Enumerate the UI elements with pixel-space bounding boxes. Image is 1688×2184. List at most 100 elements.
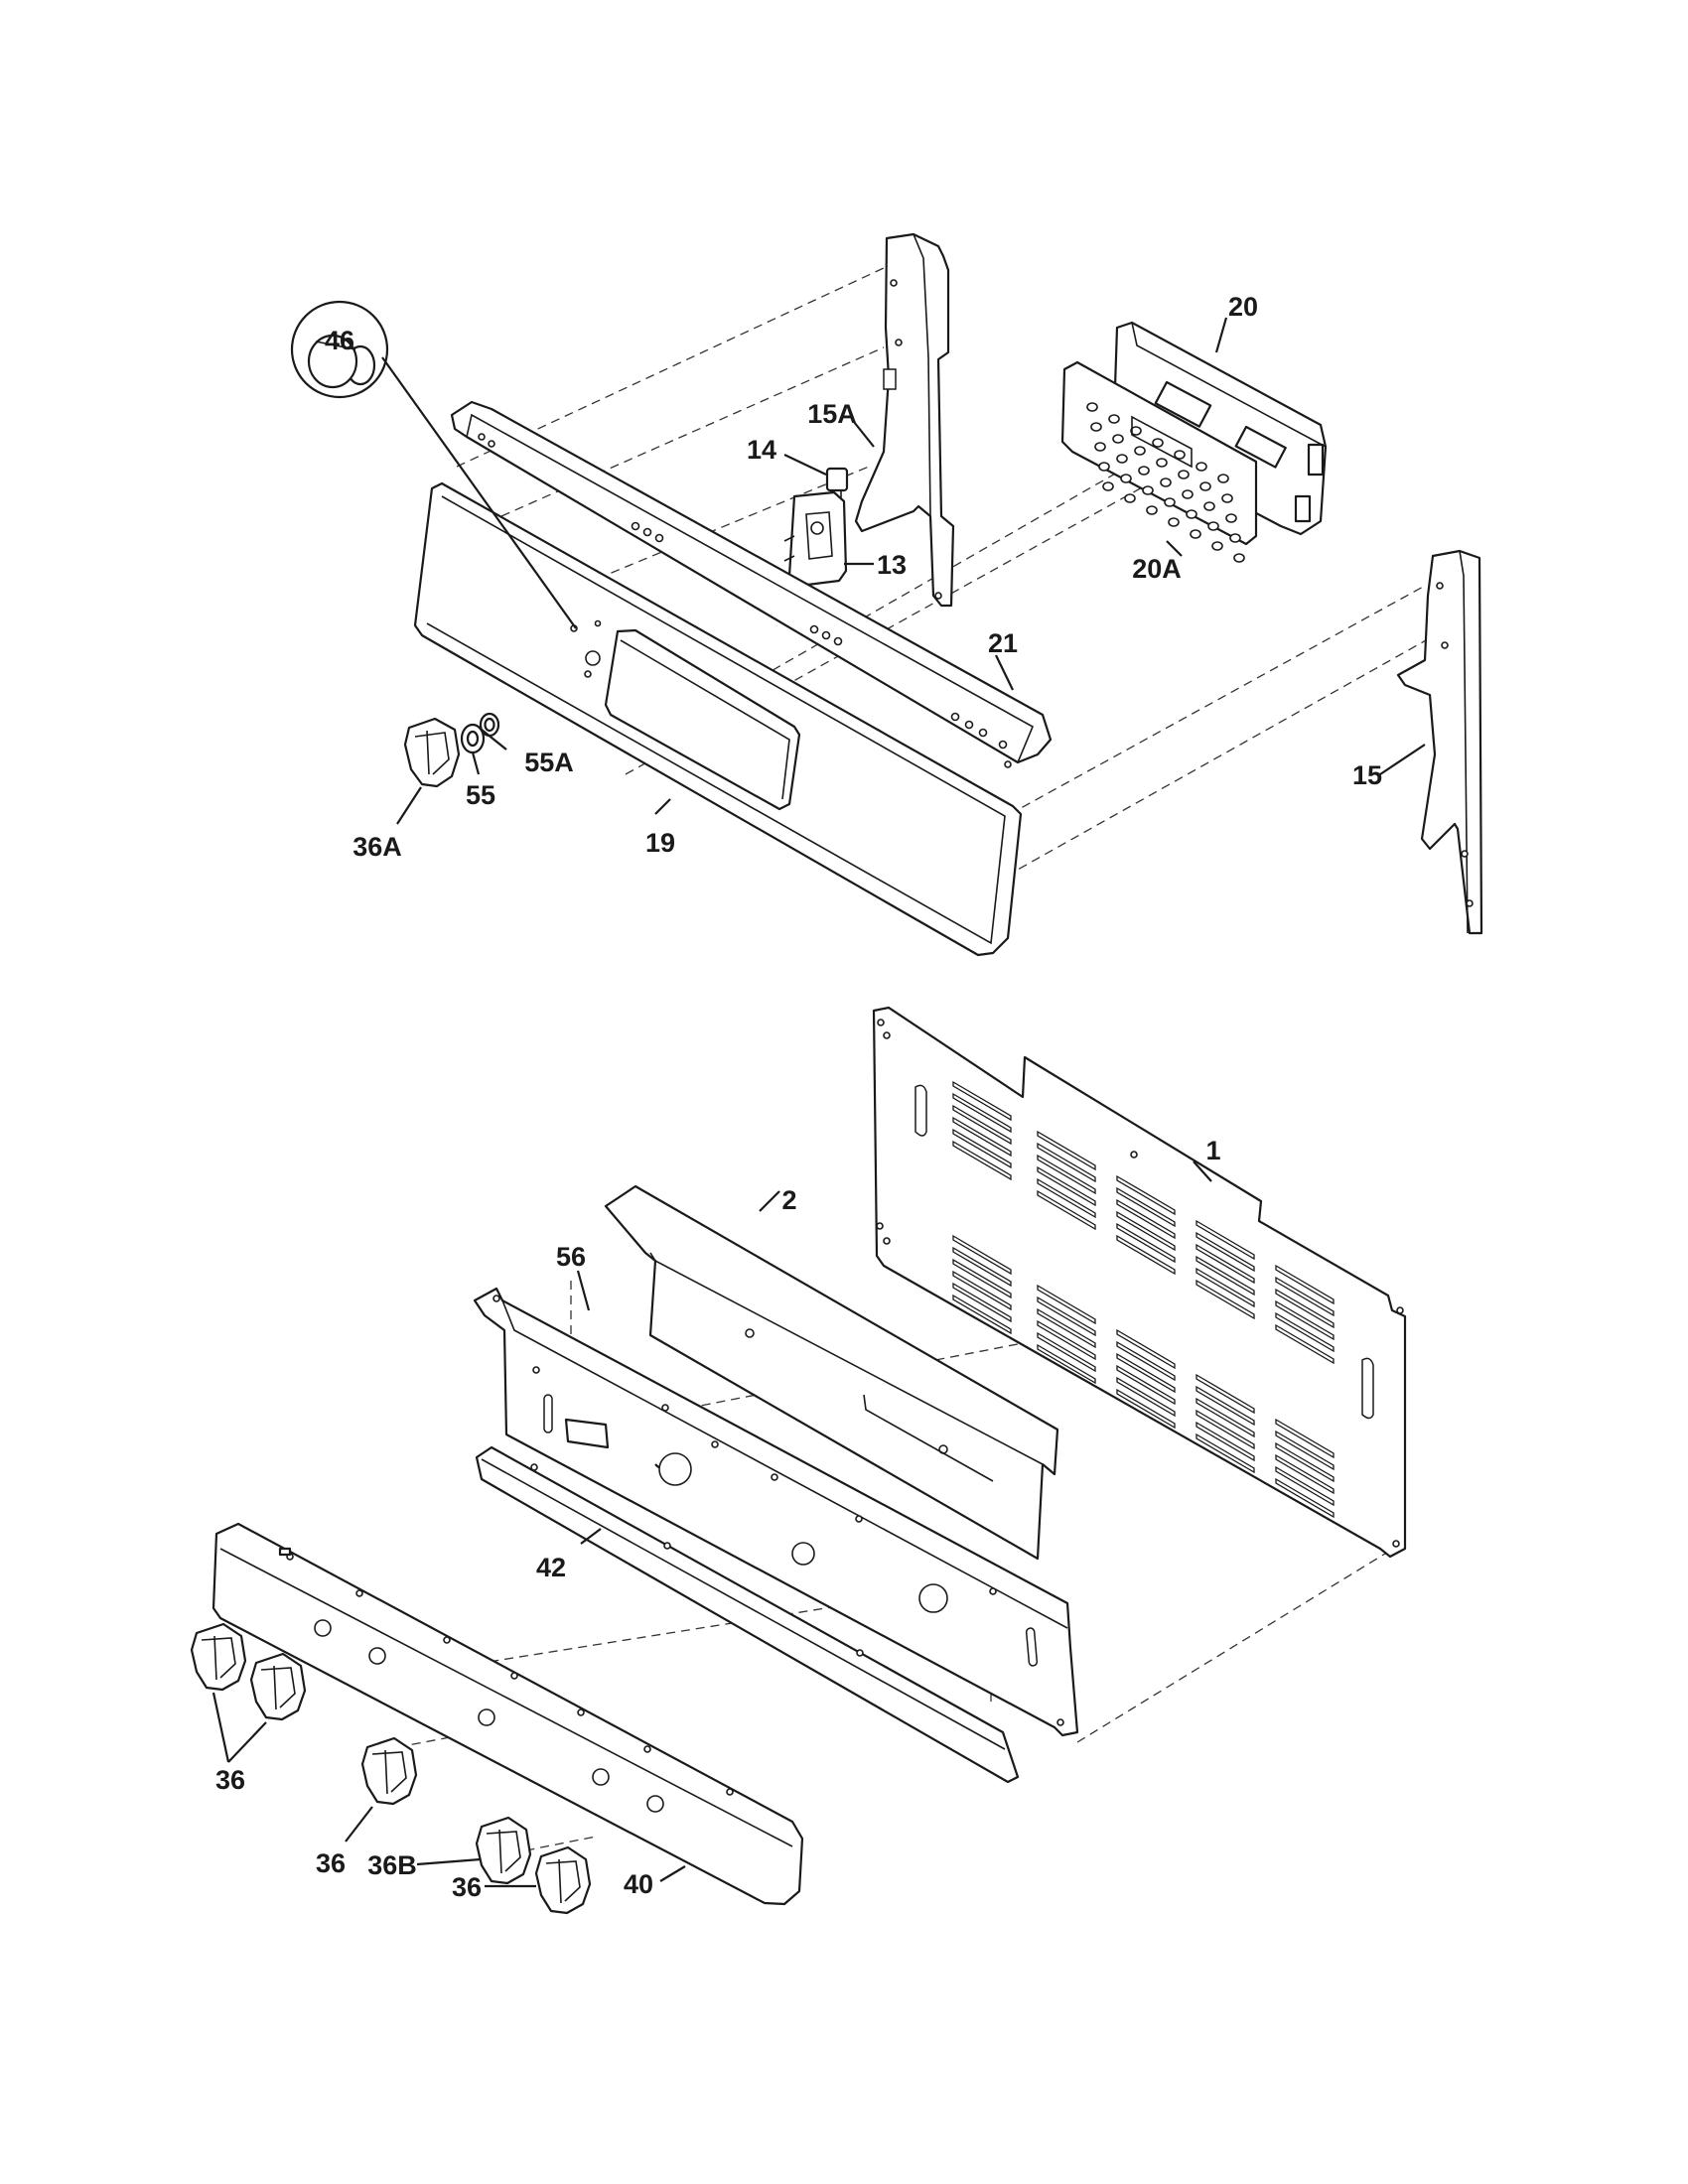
louver-slot [952, 1258, 1012, 1299]
label-15: 15 [1352, 760, 1382, 790]
keypad-dot [1108, 414, 1120, 424]
control-panel-19 [413, 481, 1023, 957]
keypad-dot [1164, 497, 1176, 507]
front-panel-40 [211, 1522, 804, 1906]
louver-slot [1037, 1331, 1096, 1373]
display-grille [1131, 415, 1193, 469]
label-36b: 36B [367, 1850, 417, 1880]
louver-slot [1275, 1477, 1335, 1519]
louver-slot [1116, 1174, 1176, 1216]
louver-slot [1196, 1267, 1255, 1308]
keypad-dot [1160, 478, 1172, 487]
keypad-dot [1138, 466, 1150, 476]
membrane-overlay-20a [1060, 360, 1258, 563]
louver-slot [1037, 1165, 1096, 1207]
louver-slot [1275, 1323, 1335, 1365]
label-21: 21 [988, 628, 1018, 658]
keypad-dot [1233, 553, 1245, 563]
louver-slot [1116, 1186, 1176, 1228]
keypad-dot [1120, 474, 1132, 483]
louver-slot [1275, 1430, 1335, 1471]
keypad-dot [1086, 402, 1098, 412]
louver-slot [1196, 1385, 1255, 1427]
label-20a: 20A [1132, 554, 1182, 584]
keypad-dot [1229, 533, 1241, 543]
label-14: 14 [747, 435, 776, 465]
louver-slot [1196, 1255, 1255, 1297]
louver-slot [952, 1246, 1012, 1288]
keypad-dot [1134, 446, 1146, 456]
keypad-dot [1094, 442, 1106, 452]
louver-slot [1037, 1130, 1096, 1171]
knob-36b [475, 1816, 532, 1885]
keypad-dot [1152, 438, 1164, 448]
louver-slot [1275, 1264, 1335, 1305]
louver-slot [1275, 1288, 1335, 1329]
keypad-dot [1211, 541, 1223, 551]
label-36-left: 36 [215, 1765, 245, 1795]
label-36-middle: 36 [316, 1848, 346, 1878]
label-2: 2 [781, 1185, 796, 1215]
louver-slot [1116, 1222, 1176, 1264]
keypad-dot [1217, 474, 1229, 483]
louver-slot [1037, 1142, 1096, 1183]
keypad-dot [1090, 422, 1102, 432]
keypad-dot [1190, 529, 1201, 539]
louver-slot [1037, 1307, 1096, 1349]
louver-slot [1116, 1198, 1176, 1240]
keypad-dot [1225, 513, 1237, 523]
keypad-dot [1098, 462, 1110, 472]
keypad-dot [1124, 493, 1136, 503]
keypad-dot [1142, 485, 1154, 495]
side-bracket-15a [854, 232, 955, 608]
keypad-dot [1156, 458, 1168, 468]
louver-slot [1196, 1243, 1255, 1285]
louver-slot [1116, 1388, 1176, 1430]
louver-slot [1275, 1418, 1335, 1459]
label-46: 46 [325, 326, 354, 355]
louver-slot [1196, 1421, 1255, 1462]
louver-slot [1196, 1409, 1255, 1450]
louver-slot [1275, 1465, 1335, 1507]
label-55: 55 [466, 780, 495, 810]
louver-slot [1116, 1376, 1176, 1418]
knob-36-middle [360, 1736, 418, 1806]
keypad-dot [1116, 454, 1128, 464]
keypad-dot [1221, 493, 1233, 503]
louver-slot [1037, 1284, 1096, 1325]
louver-slot [1037, 1189, 1096, 1231]
louver-slot [1037, 1319, 1096, 1361]
louver-slot [952, 1270, 1012, 1311]
louver-slot [1275, 1299, 1335, 1341]
louver-slot [952, 1080, 1012, 1122]
louver-slot [1196, 1219, 1255, 1261]
louver-slot [1116, 1210, 1176, 1252]
louver-slot [952, 1140, 1012, 1181]
louver-slot [1037, 1154, 1096, 1195]
side-bracket-15 [1396, 549, 1483, 935]
keypad-dot [1186, 509, 1197, 519]
label-20: 20 [1228, 292, 1258, 322]
louver-slot [952, 1092, 1012, 1134]
louver-slot [1275, 1276, 1335, 1317]
knob-36-top-right [249, 1652, 307, 1721]
label-36a: 36A [352, 832, 402, 862]
relay-13 [783, 490, 848, 588]
keypad-dot [1130, 426, 1142, 436]
label-1: 1 [1205, 1136, 1220, 1165]
keypad-dot [1102, 481, 1114, 491]
louver-slot [1196, 1231, 1255, 1273]
louver-slot [1116, 1364, 1176, 1406]
label-42: 42 [536, 1553, 566, 1582]
keypad-dot [1112, 434, 1124, 444]
label-13: 13 [877, 550, 907, 580]
label-15a: 15A [807, 399, 857, 429]
louver-slot [1275, 1441, 1335, 1483]
louver-slot [1116, 1234, 1176, 1276]
louver-slot [1196, 1373, 1255, 1415]
louver-slot [1196, 1397, 1255, 1438]
keypad-dot [1199, 481, 1211, 491]
louver-slot [1037, 1177, 1096, 1219]
keypad-dot [1203, 501, 1215, 511]
